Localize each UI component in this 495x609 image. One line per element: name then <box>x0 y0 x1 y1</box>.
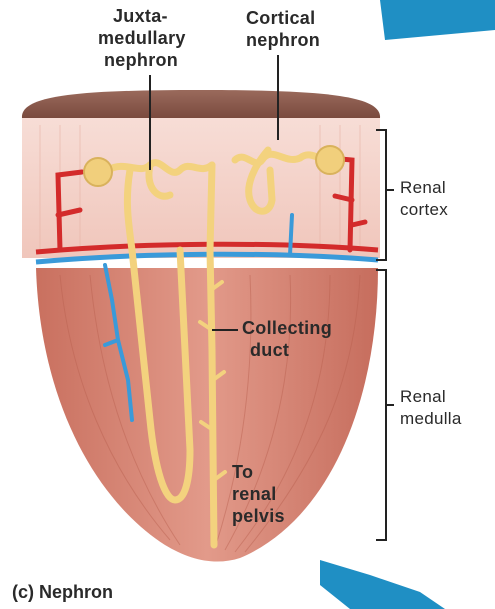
top-accent-shape <box>380 0 495 40</box>
renal-medulla-label-line1: Renal <box>400 387 446 406</box>
cortical-label-line2: nephron <box>246 30 320 50</box>
juxta-label-line1: Juxta- <box>113 6 168 26</box>
renal-cortex-label-line2: cortex <box>400 200 448 219</box>
collecting-duct-label-line1: Collecting <box>242 318 332 338</box>
collecting-duct-label-line2: duct <box>250 340 289 360</box>
renal-capsule <box>22 90 380 118</box>
renal-medulla-label-line2: medulla <box>400 409 462 428</box>
cortical-label-line1: Cortical <box>246 8 315 28</box>
to-renal-label-line1: To <box>232 462 253 482</box>
bottom-accent-shape <box>320 560 445 609</box>
to-renal-label-line3: pelvis <box>232 506 285 526</box>
renal-cortex-label-line1: Renal <box>400 178 446 197</box>
juxta-label-line3: nephron <box>104 50 178 70</box>
renal-cortex-region <box>22 118 380 258</box>
renal-medulla-region <box>36 268 378 562</box>
cortical-glomerulus <box>316 146 344 174</box>
juxtamedullary-glomerulus <box>84 158 112 186</box>
to-renal-label-line2: renal <box>232 484 277 504</box>
figure-caption: (c) Nephron <box>12 582 113 602</box>
juxta-label-line2: medullary <box>98 28 186 48</box>
